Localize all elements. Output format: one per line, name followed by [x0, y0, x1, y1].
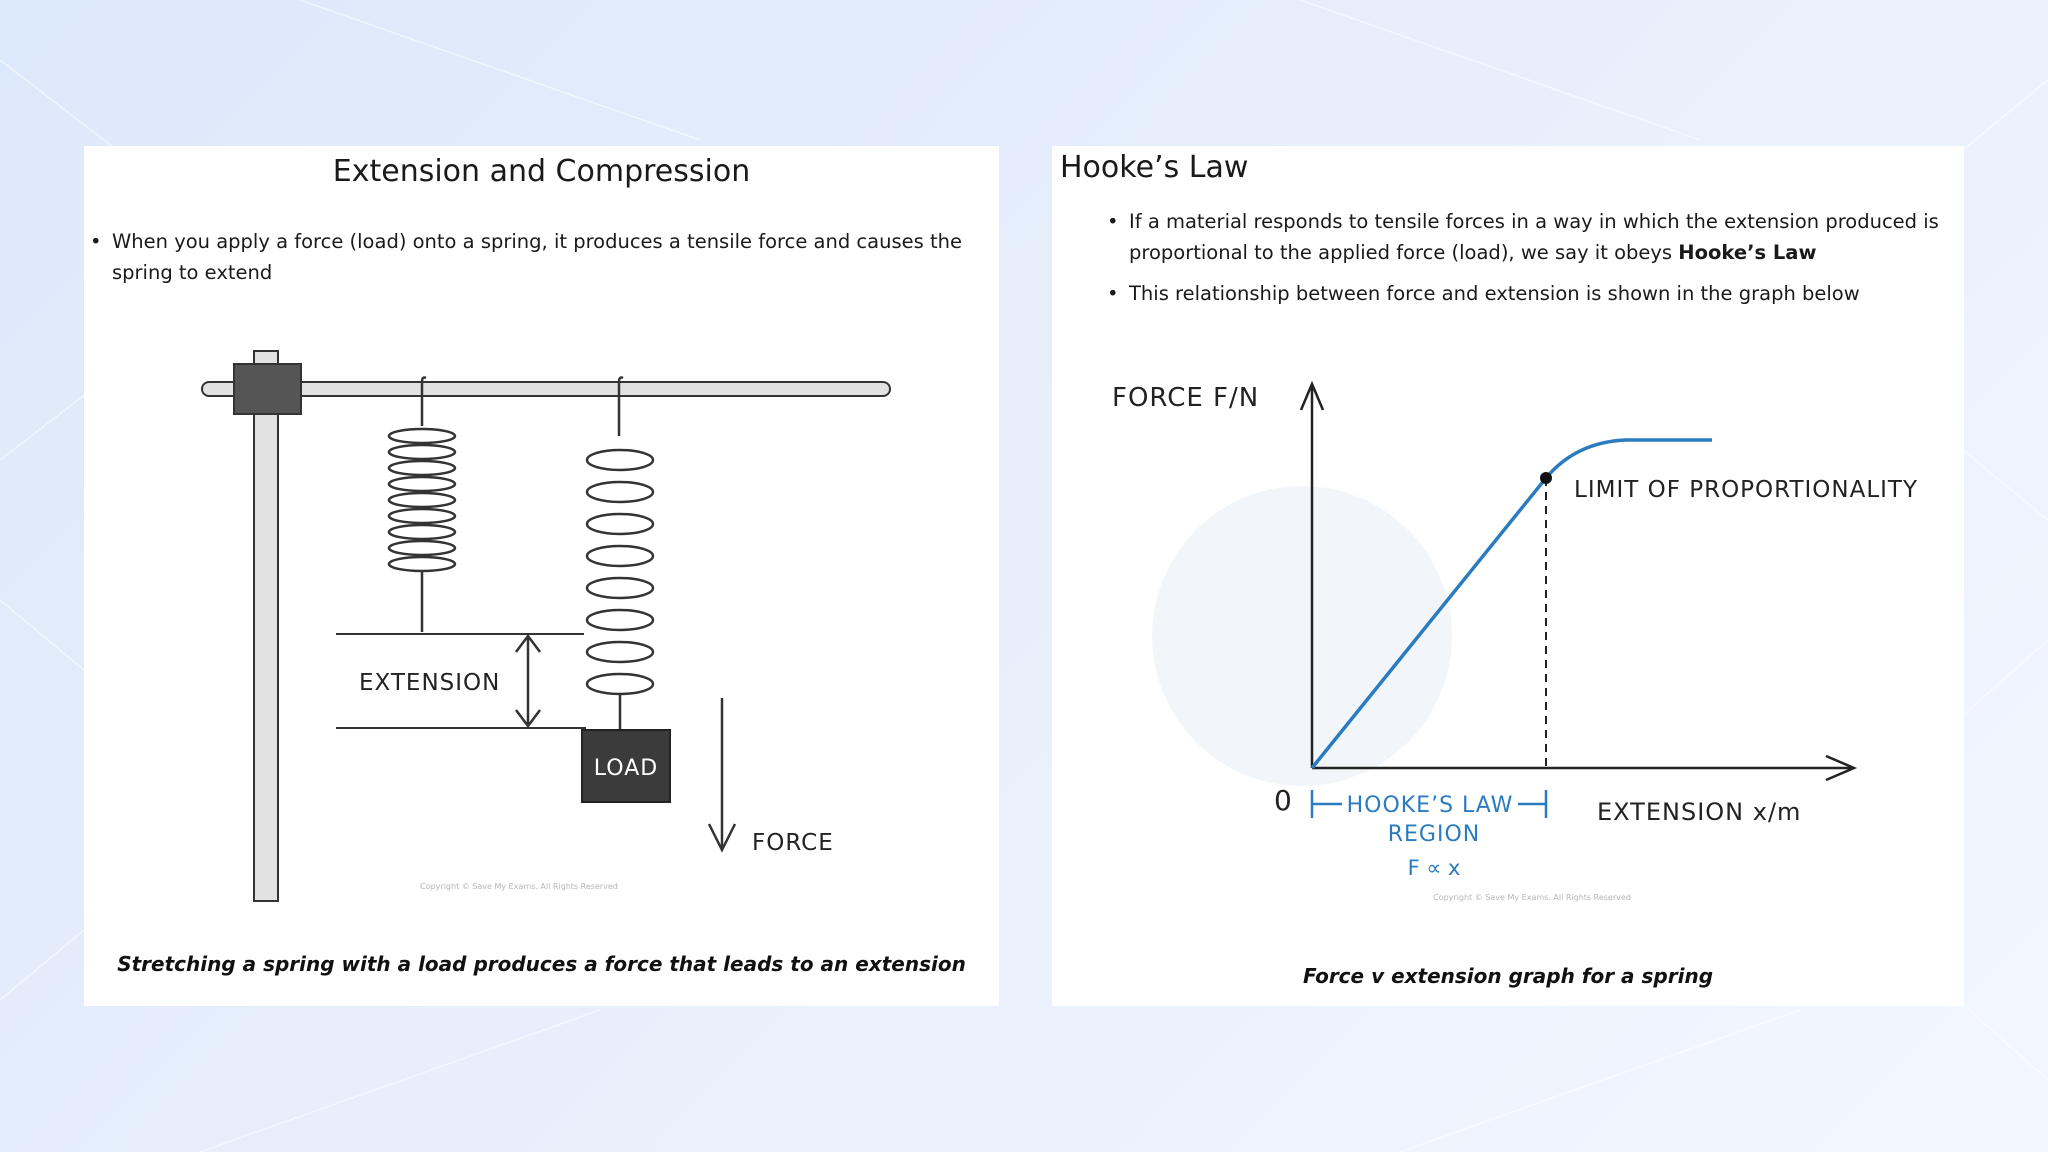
- clamp-block: [233, 363, 302, 415]
- bullet-text: This relationship between force and exte…: [1129, 282, 1860, 305]
- unloaded-spring: [387, 376, 457, 632]
- bullet-dot: •: [1107, 282, 1119, 305]
- bullet-point: • When you apply a force (load) onto a s…: [90, 226, 992, 288]
- panel-title: Extension and Compression: [332, 154, 751, 189]
- stand-pole: [253, 350, 279, 902]
- bullet-dot: •: [1107, 210, 1119, 233]
- bullet-bold-term: Hooke’s Law: [1678, 241, 1817, 264]
- stand-bar: [201, 381, 891, 397]
- force-extension-graph: FORCE F/N EXTENSION x/m 0 LIMIT OF PROPO…: [1112, 380, 1918, 902]
- extension-compression-panel: Extension and Compression • When you app…: [84, 146, 999, 1006]
- x-axis-label: EXTENSION x/m: [1597, 798, 1801, 826]
- force-arrow: [707, 698, 737, 853]
- copyright-note: Copyright © Save My Exams. All Rights Re…: [1433, 893, 1631, 902]
- region-formula: F ∝ x: [1408, 856, 1461, 880]
- load-label: LOAD: [594, 756, 658, 781]
- bullet-dot: •: [90, 230, 102, 253]
- region-label-line1: HOOKE’S LAW: [1347, 793, 1514, 818]
- bullet-text: If a material responds to tensile forces…: [1129, 210, 1939, 264]
- extension-arrow: [515, 633, 541, 729]
- spring-diagram: EXTENSION LOAD FORCE Copyright © Save My…: [201, 350, 891, 902]
- extension-label: EXTENSION: [359, 670, 500, 696]
- origin-label: 0: [1274, 784, 1292, 817]
- figure-caption: Stretching a spring with a load produces…: [117, 952, 966, 976]
- limit-point: [1540, 472, 1552, 484]
- watermark: [1152, 486, 1452, 786]
- bullet-text: When you apply a force (load) onto a spr…: [112, 230, 962, 284]
- limit-label: LIMIT OF PROPORTIONALITY: [1574, 477, 1918, 503]
- y-axis-label: FORCE F/N: [1112, 383, 1259, 413]
- copyright-note: Copyright © Save My Exams. All Rights Re…: [420, 882, 618, 891]
- bullet-point: • This relationship between force and ex…: [1107, 278, 1949, 309]
- force-label: FORCE: [752, 830, 834, 856]
- region-label-line2: REGION: [1388, 822, 1481, 847]
- load-block: [581, 729, 671, 803]
- hookes-law-panel: Hooke’s Law • If a material responds to …: [1052, 146, 1964, 1006]
- axes: [1299, 380, 1858, 782]
- loaded-spring: [585, 376, 655, 730]
- figure-caption: Force v extension graph for a spring: [1302, 964, 1714, 988]
- panel-title: Hooke’s Law: [1060, 150, 1249, 185]
- bullet-point: • If a material responds to tensile forc…: [1107, 206, 1949, 268]
- region-bracket: [1310, 790, 1548, 818]
